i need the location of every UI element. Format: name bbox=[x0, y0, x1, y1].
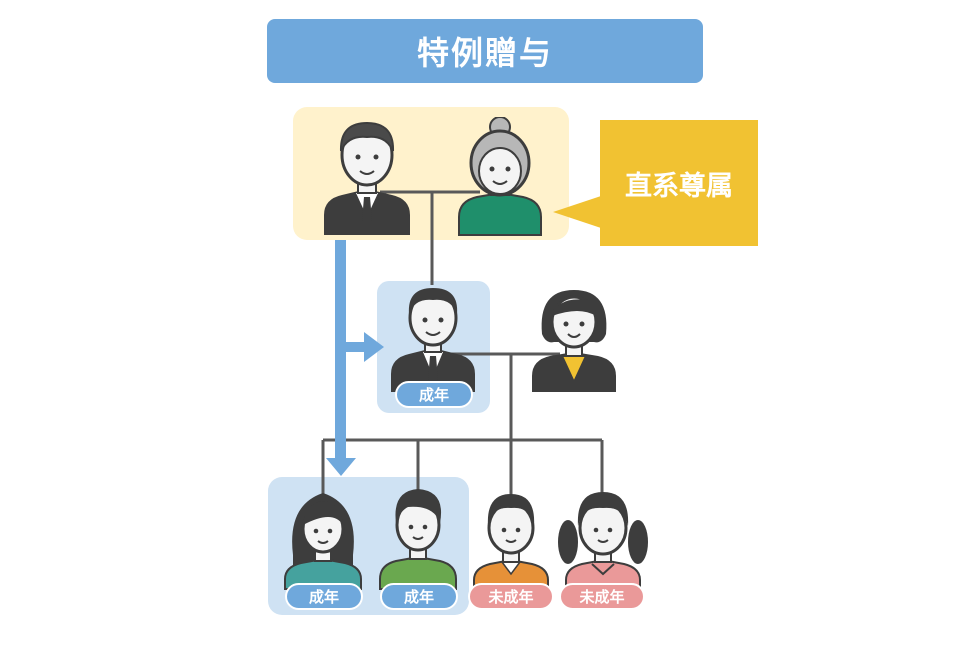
gift-arrow-right-head bbox=[364, 332, 384, 362]
callout-pointer bbox=[553, 196, 601, 228]
gift-arrow-branch bbox=[346, 342, 366, 352]
child4-age-badge: 未成年 bbox=[559, 583, 645, 610]
child3-age-badge: 未成年 bbox=[468, 583, 554, 610]
child2-age-badge: 成年 bbox=[380, 583, 458, 610]
young-boy-icon bbox=[473, 494, 549, 590]
grandmother-icon bbox=[458, 117, 542, 236]
father-age-badge: 成年 bbox=[395, 381, 473, 408]
lineal-ascendant-callout: 直系尊属 bbox=[600, 120, 758, 246]
girl-pigtails-icon bbox=[558, 492, 648, 590]
grandfather-icon bbox=[324, 121, 410, 235]
mother-icon bbox=[532, 290, 616, 392]
girl-long-hair-icon bbox=[284, 493, 362, 590]
gift-arrow-shaft bbox=[335, 240, 346, 462]
father-icon bbox=[391, 288, 475, 392]
child1-age-badge: 成年 bbox=[285, 583, 363, 610]
gift-arrow-down-head bbox=[326, 458, 356, 476]
page-title: 特例贈与 bbox=[267, 19, 703, 83]
boy-icon bbox=[379, 489, 457, 590]
